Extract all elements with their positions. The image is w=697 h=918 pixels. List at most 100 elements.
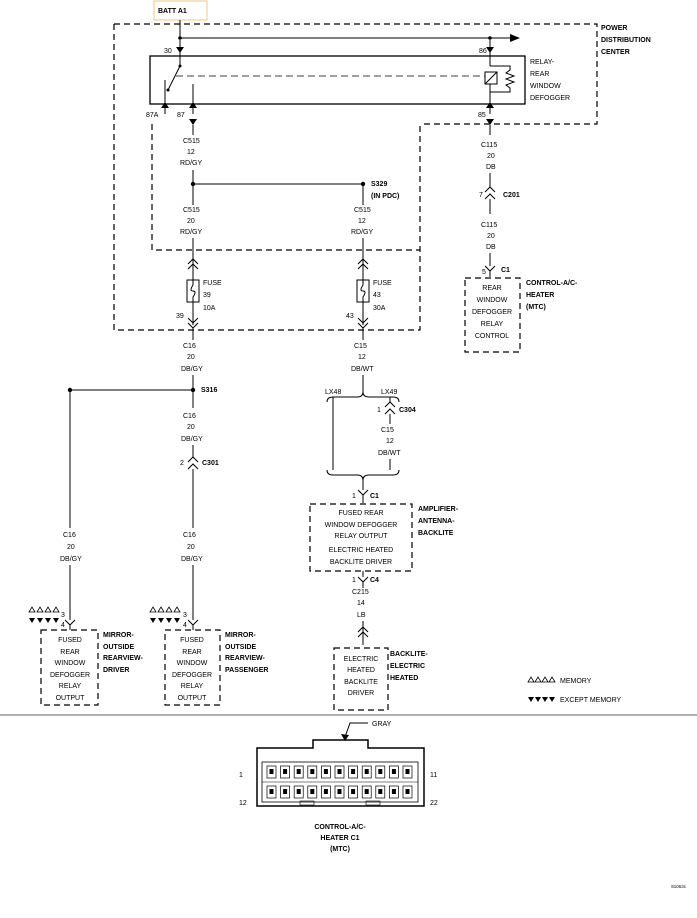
pdc-border-left [113,24,421,331]
pdc-label-3: CENTER [601,49,630,56]
w4-gauge: 12 [358,218,366,225]
hvac-name-1: CONTROL-A/C- [526,280,578,287]
w10-circuit: C16 [63,532,76,539]
mirror-pass-box-6: OUTPUT [178,695,208,702]
hvac-name-2: HEATER [526,292,554,299]
connector-cavity [293,765,304,779]
relay-label-3: WINDOW [530,83,561,90]
w3-circuit: C515 [183,207,200,214]
fuse39-label: FUSE [203,280,222,287]
backlite-name-3: HEATED [390,675,418,682]
fuse39-num: 39 [203,292,211,299]
mirror-pass-box-3: WINDOW [177,660,208,667]
mirror-pass-box-2: REAR [182,649,201,656]
c1-amp-pin: 1 [352,493,356,500]
w5-gauge: 20 [487,233,495,240]
w5-circuit: C115 [481,222,497,229]
backlite-name-1: BACKLITE- [390,651,428,658]
mirror-driver-pin-except: 4 [61,622,65,629]
c1-hvac-pin: 5 [482,269,486,276]
connector-name-3: (MTC) [330,846,350,853]
connector-cavity [293,785,304,799]
w1-circuit: C515 [183,138,200,145]
connector-cavity [280,785,290,799]
connector-pin-11: 11 [430,772,437,779]
backlite-name-2: ELECTRIC [390,663,425,670]
w10-color: DB/GY [60,556,82,563]
w2-color: DB [486,164,496,171]
c304-pin: 1 [377,407,381,414]
fuse39-rating: 10A [203,305,216,312]
pdc-label-1: POWER [601,25,627,32]
w5-color: DB [486,244,496,251]
w3-gauge: 20 [187,218,195,225]
w4-color: RD/GY [351,229,374,236]
connector-cavity [266,785,277,799]
relay-switch-blade [167,65,181,91]
mirror-driver-pin-memory: 3 [61,612,65,619]
w7-gauge: 12 [358,354,366,361]
legend-except: EXCEPT MEMORY [560,697,622,704]
connector-terminal [269,789,274,794]
w6-color: DB/GY [181,366,203,373]
c301-label: C301 [202,460,219,467]
relay-resistor [490,65,516,93]
connector-cavity [402,785,413,799]
w10-gauge: 20 [67,544,75,551]
connector-terminal [405,789,410,794]
w9-gauge: 12 [386,438,394,445]
connector-cavity [334,765,345,779]
connector-view: GRAY 1 11 12 22 CONTROL-A/C- HEATER C1 (… [239,721,438,853]
mirror-driver-name-4: DRIVER [103,667,129,674]
amp-box-4: ELECTRIC HEATED [329,547,393,554]
connector-cavity [280,765,290,779]
mirror-driver-name-1: MIRROR- [103,632,134,639]
connector-terminal [351,769,356,774]
connector-name-1: CONTROL-A/C- [314,824,366,831]
pdc-inner-border [151,124,420,251]
amp-box-3: RELAY OUTPUT [334,533,388,540]
relay-label-4: DEFOGGER [530,95,570,102]
w11-circuit: C16 [183,532,196,539]
connector-terminal [405,769,410,774]
batt-label: BATT A1 [158,8,187,15]
mirror-driver-name-2: OUTSIDE [103,644,134,651]
amp-name-3: BACKLITE [418,530,454,537]
w9-color: DB/WT [378,450,401,457]
connector-cavity [402,765,413,779]
amp-box-1: FUSED REAR [338,510,383,517]
backlite-box-2: HEATED [347,667,375,674]
w8-color: DB/GY [181,436,203,443]
connector-terminal [337,789,342,794]
c1-amp-label: C1 [370,493,379,500]
s316-label: S316 [201,387,217,394]
mirror-driver-name-3: REARVIEW- [103,655,143,662]
w11-gauge: 20 [187,544,195,551]
connector-cavity [307,765,318,779]
connector-cavity [389,765,399,779]
relay-contact [166,88,170,92]
mirror-pass-name-2: OUTSIDE [225,644,256,651]
connector-terminal [391,769,396,774]
c201-label: C201 [503,192,520,199]
connector-cavity [375,765,386,779]
w6-gauge: 20 [187,354,195,361]
mirror-pass-pin-except: 4 [183,622,187,629]
connector-terminal [391,789,396,794]
mirror-driver-box-5: RELAY [59,683,82,690]
fuse39-pin: 39 [176,313,184,320]
hvac-box-5: CONTROL [475,333,509,340]
pin86-arrow [486,47,494,53]
backlite-box-1: ELECTRIC [344,656,379,663]
connector-cavity [307,785,318,799]
connector-gray-label: GRAY [372,721,392,728]
pdc-border-top [114,23,598,125]
w7-circuit: C15 [354,343,367,350]
connector-terminal [296,789,301,794]
hvac-name-3: (MTC) [526,304,546,311]
c304-label: C304 [399,407,416,414]
pin-86: 86 [479,48,487,55]
relay-box [149,55,526,105]
lx49-label: LX49 [381,389,397,396]
hvac-box-3: DEFOGGER [472,309,512,316]
